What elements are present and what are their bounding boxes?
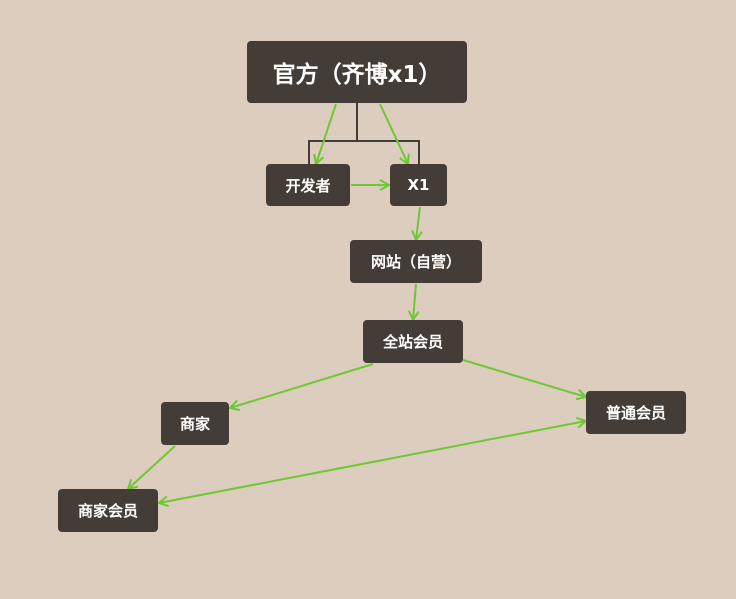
edge-x1-website [416, 206, 420, 240]
edge-sitemember-merchant [230, 363, 374, 408]
node-merchant-member[interactable]: 商家会员 [58, 489, 158, 532]
edge-root-developer [316, 103, 337, 164]
edge-website-sitemember [413, 283, 416, 320]
node-merchant[interactable]: 商家 [161, 402, 229, 445]
node-root[interactable]: 官方（齐博x1） [247, 41, 467, 103]
connector-root-children [308, 103, 420, 164]
edge-root-x1 [379, 103, 408, 164]
edge-merchant-merchantmember [128, 445, 176, 489]
node-developer[interactable]: 开发者 [266, 164, 350, 206]
node-website[interactable]: 网站（自营） [350, 240, 482, 283]
node-site-member[interactable]: 全站会员 [363, 320, 463, 363]
node-x1[interactable]: X1 [390, 164, 447, 206]
edge-regular-merchantmember [159, 421, 586, 503]
edge-sitemember-regular [462, 359, 586, 397]
node-regular-member[interactable]: 普通会员 [586, 391, 686, 434]
